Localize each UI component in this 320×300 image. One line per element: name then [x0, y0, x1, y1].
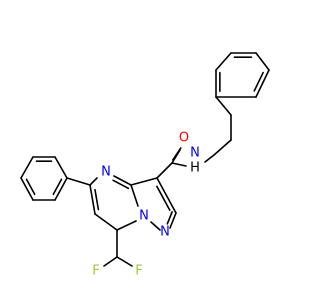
pyrazole-double-bond — [166, 211, 173, 225]
pyrazole-bond — [130, 177, 158, 186]
phenyl1-bond — [20, 177, 34, 201]
pyrimidine-bond — [113, 175, 132, 186]
amide-ring-bond — [156, 162, 173, 179]
pyrazole-double-bond — [156, 185, 171, 211]
amide-bond — [171, 162, 187, 167]
phenyl1-double-bond — [25, 178, 36, 196]
phenyl1-bond — [54, 177, 68, 201]
chain-bond — [213, 139, 232, 156]
pyrazole-bond — [130, 184, 139, 207]
phenyl2-bond — [255, 52, 270, 71]
phenyl1-double-bond — [52, 178, 63, 196]
fluorine-label: F — [135, 264, 142, 279]
phenyl2-bond — [255, 69, 270, 98]
pyrazole-bond — [150, 221, 161, 231]
pyrazole-bond — [156, 177, 177, 214]
pyrimidine-bond — [89, 184, 96, 215]
bridge-nitrogen-label: N — [139, 209, 149, 224]
pyrazole-nitrogen-label: N — [160, 225, 170, 240]
phenyl1-bond — [20, 156, 34, 179]
chain-bond — [204, 154, 215, 163]
chain-bond — [215, 96, 232, 116]
oxygen-atom-label: O — [179, 131, 189, 146]
amide-nitrogen-label: N — [190, 146, 200, 161]
phenyl2-bond — [215, 52, 232, 71]
pyrimidine-bond — [89, 177, 98, 186]
c-f-bond — [103, 256, 118, 267]
ring-nitrogen-label: N — [101, 165, 111, 180]
pyrazole-bond — [169, 212, 177, 229]
phenyl1-bond — [54, 156, 68, 179]
pyrimidine-double-bond — [112, 179, 130, 190]
pyrimidine-bond — [116, 220, 137, 231]
fluorine-label: F — [92, 264, 99, 279]
pyrimidine-double-bond — [94, 189, 100, 211]
carbonyl-double-bond — [172, 147, 182, 161]
phenyl2-double-bond — [253, 71, 264, 92]
pyrimidine-bond — [94, 213, 118, 231]
phenyl1-link-bond — [66, 177, 91, 186]
c-f-bond — [116, 256, 133, 267]
amide-hydrogen-label: H — [190, 161, 200, 176]
